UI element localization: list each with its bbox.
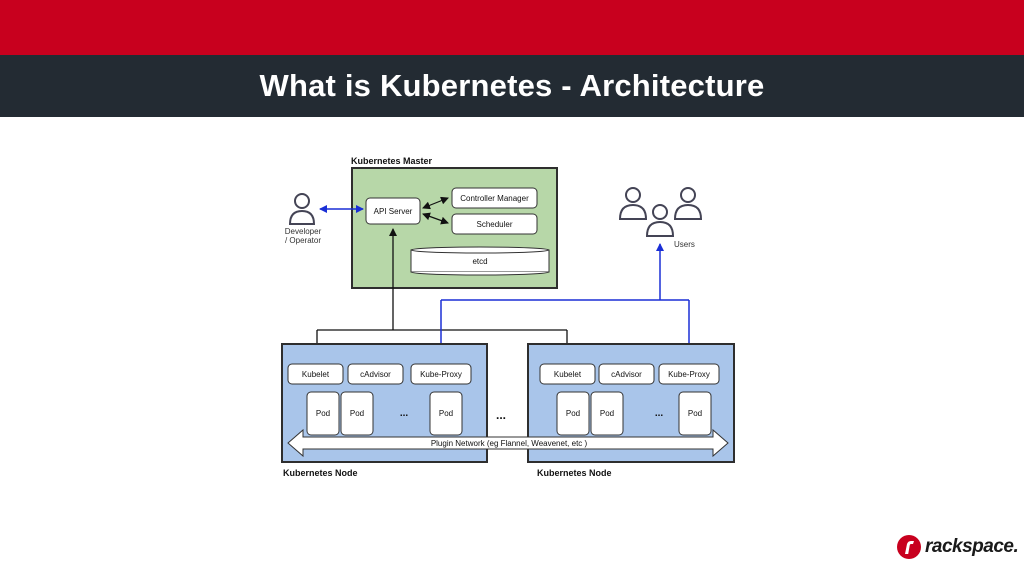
node-2-pod-box [590, 391, 624, 436]
node-1-title: Kubernetes Node [283, 468, 358, 478]
title-bar: What is Kubernetes - Architecture [0, 55, 1024, 117]
between-nodes-ellipsis: ... [496, 408, 506, 422]
node-2-kubelet-box [539, 363, 596, 385]
node-1-pod-box [306, 391, 340, 436]
rackspace-wordmark: rackspace. [925, 536, 1019, 557]
node-2-kubelet-label: Kubelet [554, 370, 582, 379]
node-2-pod-label: Pod [688, 409, 702, 418]
developer-person-icon [288, 193, 316, 225]
node-2-kube-proxy-box [658, 363, 720, 385]
node-1-kube-proxy-label: Kube-Proxy [420, 370, 462, 379]
node-1-pod-label: Pod [350, 409, 364, 418]
node-1-ellipsis: ... [400, 408, 409, 419]
node-2-cadvisor-box [598, 363, 655, 385]
developer-label-line1: Developer [285, 227, 322, 236]
node-2-cadvisor-label: cAdvisor [611, 370, 642, 379]
plugin-network-arrow [287, 428, 729, 458]
node-2-pod-label: Pod [600, 409, 614, 418]
node-1-kubelet-box [287, 363, 344, 385]
scheduler-label: Scheduler [476, 220, 512, 229]
node-2-kube-proxy-label: Kube-Proxy [668, 370, 710, 379]
rackspace-logo-icon [897, 535, 921, 559]
node-1-pod-box [429, 391, 463, 436]
node-1-pod-label: Pod [439, 409, 453, 418]
users-group-icon [618, 187, 703, 237]
scheduler-box [451, 213, 538, 235]
controller-manager-label: Controller Manager [460, 194, 529, 203]
controller-manager-box [451, 187, 538, 209]
node-2-ellipsis: ... [655, 408, 664, 419]
node-1-pod-label: Pod [316, 409, 330, 418]
api-controller-arrow [422, 196, 449, 210]
api-scheduler-arrow [422, 212, 449, 225]
developer-label-line2: / Operator [285, 236, 321, 245]
slide-title: What is Kubernetes - Architecture [259, 68, 765, 103]
plugin-network-label: Plugin Network (eg Flannel, Weavenet, et… [431, 439, 588, 448]
node-1-kube-proxy-box [410, 363, 472, 385]
node-1-cadvisor-label: cAdvisor [360, 370, 391, 379]
etcd-label: etcd [472, 257, 487, 266]
node-2-pod-label: Pod [566, 409, 580, 418]
api-server-box [365, 197, 421, 225]
node-2-title: Kubernetes Node [537, 468, 612, 478]
node-1-pod-box [340, 391, 374, 436]
node-2-pod-box [556, 391, 590, 436]
api-server-label: API Server [374, 207, 413, 216]
node-1-kubelet-label: Kubelet [302, 370, 330, 379]
node-1-cadvisor-box [347, 363, 404, 385]
rackspace-logo: rackspace. [896, 532, 1019, 562]
master-title: Kubernetes Master [351, 156, 433, 166]
users-label: Users [674, 240, 695, 249]
etcd-cylinder [410, 246, 550, 276]
top-accent-band [0, 0, 1024, 55]
node-2-pod-box [678, 391, 712, 436]
